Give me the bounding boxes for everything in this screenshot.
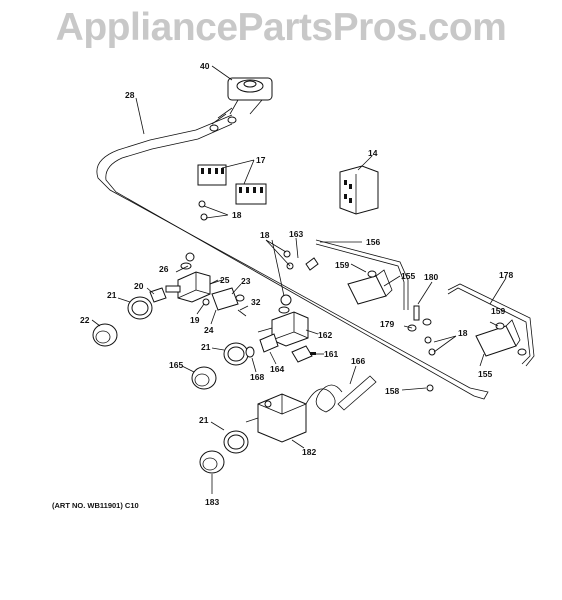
- label-23: 23: [241, 276, 251, 286]
- label-178: 178: [499, 270, 513, 280]
- label-21a: 21: [107, 290, 117, 300]
- label-21b: 21: [201, 342, 211, 352]
- label-180: 180: [424, 272, 438, 282]
- orifice-163: [305, 257, 319, 271]
- label-18b: 18: [260, 230, 270, 240]
- adapter-164: [259, 333, 279, 353]
- label-18c: 18: [458, 328, 468, 338]
- label-40: 40: [200, 61, 210, 71]
- label-159b: 159: [491, 306, 505, 316]
- spark-module: [339, 165, 379, 215]
- screw-32: [237, 309, 247, 317]
- label-32: 32: [251, 297, 261, 307]
- callout-labels: 40 28 17 14 18 163 18 156 159 155 180 17…: [80, 61, 513, 507]
- label-161: 161: [324, 349, 338, 359]
- label-183: 183: [205, 497, 219, 507]
- bezel-21c: [223, 430, 249, 454]
- label-182: 182: [302, 447, 316, 457]
- label-155a: 155: [401, 271, 415, 281]
- label-18a: 18: [232, 210, 242, 220]
- switch-161: [291, 345, 316, 363]
- label-156: 156: [366, 237, 380, 247]
- leader-lines: [91, 65, 507, 494]
- clip-168: [245, 346, 255, 358]
- knob-22: [92, 323, 118, 347]
- knob-adapter-20: [149, 287, 167, 303]
- label-158: 158: [385, 386, 399, 396]
- label-165: 165: [169, 360, 183, 370]
- knob-165: [191, 366, 217, 390]
- label-28: 28: [125, 90, 135, 100]
- terminal-block-17a: [197, 164, 227, 186]
- label-22: 22: [80, 315, 90, 325]
- label-25: 25: [220, 275, 230, 285]
- surface-igniter-156: [315, 239, 409, 310]
- label-166: 166: [351, 356, 365, 366]
- label-163: 163: [289, 229, 303, 239]
- label-21c: 21: [199, 415, 209, 425]
- label-168: 168: [250, 372, 264, 382]
- label-162: 162: [318, 330, 332, 340]
- label-17: 17: [256, 155, 266, 165]
- surface-igniter-178: [447, 283, 535, 367]
- terminal-block-17b: [235, 183, 267, 205]
- label-26: 26: [159, 264, 169, 274]
- oven-knob-183: [199, 450, 225, 474]
- oven-thermostat-182: [245, 393, 307, 443]
- art-number: (ART NO. WB11901) C10: [52, 501, 139, 510]
- burner-valve-25: [165, 262, 223, 303]
- orifice-180: [413, 305, 420, 321]
- valve-fitting-179: [407, 318, 432, 332]
- pressure-regulator: [209, 77, 273, 132]
- label-164: 164: [270, 364, 284, 374]
- capillary-tube-166: [305, 375, 377, 413]
- label-20: 20: [134, 281, 144, 291]
- bezel-21a: [127, 296, 153, 320]
- label-19: 19: [190, 315, 200, 325]
- bezel-21b: [223, 342, 249, 366]
- label-14: 14: [368, 148, 378, 158]
- label-179: 179: [380, 319, 394, 329]
- label-24: 24: [204, 325, 214, 335]
- clip-19: [202, 298, 210, 306]
- label-159a: 159: [335, 260, 349, 270]
- gas-manifold-pipe: [96, 114, 489, 400]
- switch-24: [211, 287, 245, 311]
- watermark-text: AppliancePartsPros.com: [55, 6, 507, 49]
- label-155b: 155: [478, 369, 492, 379]
